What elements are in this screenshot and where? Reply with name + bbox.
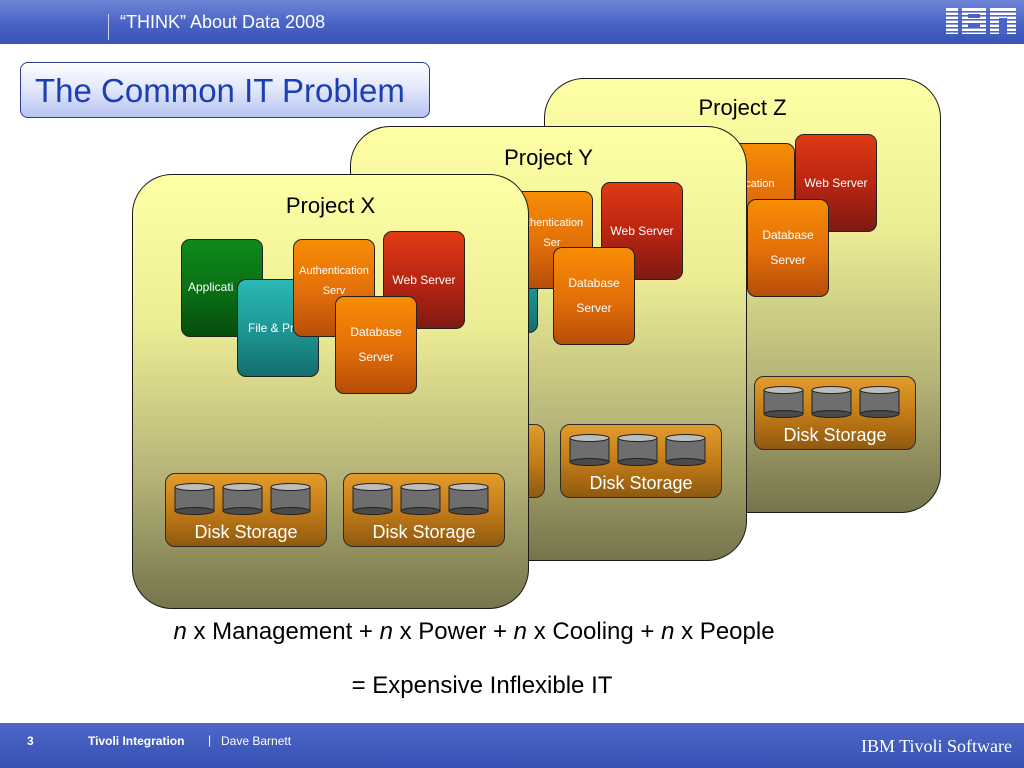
database-server: Database Server bbox=[553, 247, 635, 345]
formula-power: x Power + bbox=[392, 618, 514, 645]
project-y-title: Project Y bbox=[504, 145, 593, 170]
formula-management: x Management + bbox=[186, 618, 380, 645]
variable-n: n bbox=[379, 618, 393, 645]
disk-icon bbox=[270, 483, 311, 515]
database-server: Database Server bbox=[335, 296, 417, 394]
footer-divider: | bbox=[208, 733, 212, 747]
disk-storage-label: Disk Storage bbox=[372, 522, 476, 542]
brand-name: IBM Tivoli Software bbox=[860, 736, 1012, 756]
footer-bar: 3 Tivoli Integration | Dave Barnett IBM … bbox=[0, 723, 1024, 768]
database-label-line2: Server bbox=[358, 350, 394, 364]
disk-storage: Disk Storage bbox=[560, 424, 722, 498]
disk-icon bbox=[352, 483, 393, 515]
auth-label-line1: uthentication bbox=[520, 217, 584, 229]
header-bar: “THINK” About Data 2008 bbox=[0, 0, 1024, 44]
formula-cooling: x Cooling + bbox=[527, 618, 662, 645]
disk-icon bbox=[400, 483, 441, 515]
file-print-label: File & Pr bbox=[248, 321, 295, 335]
database-server: Database Server bbox=[747, 199, 829, 297]
formula-result: = Expensive Inflexible IT bbox=[351, 672, 613, 699]
project-x-panel: Project X Applicati File & Pr Authentica… bbox=[132, 174, 529, 609]
database-label-line1: Database bbox=[350, 325, 402, 339]
variable-n: n bbox=[173, 618, 187, 645]
auth-label-line2: Serv bbox=[322, 285, 346, 297]
database-label-line1: Database bbox=[568, 276, 620, 290]
disk-storage: Disk Storage bbox=[165, 473, 327, 547]
slide-title: The Common IT Problem bbox=[35, 72, 405, 109]
disk-storage: Disk Storage bbox=[754, 376, 916, 450]
disk-icon bbox=[174, 483, 215, 515]
disk-storage-label: Disk Storage bbox=[194, 522, 298, 542]
disk-storage: Disk Storage bbox=[343, 473, 505, 547]
header-divider bbox=[108, 14, 109, 40]
database-label-line2: Server bbox=[770, 253, 806, 267]
disk-icon bbox=[222, 483, 263, 515]
web-server-label: Web Server bbox=[392, 272, 456, 287]
author-name: Dave Barnett bbox=[221, 734, 292, 748]
database-label-line1: Database bbox=[762, 228, 814, 242]
disk-storage-label: Disk Storage bbox=[783, 425, 887, 445]
ibm-logo bbox=[946, 8, 1016, 34]
conference-title: “THINK” About Data 2008 bbox=[120, 12, 326, 32]
disk-icon bbox=[665, 434, 706, 466]
variable-n: n bbox=[513, 618, 528, 645]
cost-formula: n x Management + n x Power + n x Cooling… bbox=[0, 618, 986, 646]
disk-icon bbox=[448, 483, 489, 515]
variable-n: n bbox=[661, 618, 675, 645]
project-x-title: Project X bbox=[285, 193, 376, 218]
disk-icon bbox=[569, 434, 610, 466]
web-server-label: Web Server bbox=[610, 223, 674, 238]
project-z-title: Project Z bbox=[698, 95, 787, 120]
disk-icon bbox=[859, 386, 900, 418]
slide-title-box: The Common IT Problem bbox=[20, 62, 430, 118]
presentation-title: Tivoli Integration bbox=[88, 734, 185, 748]
page-number: 3 bbox=[27, 734, 34, 748]
disk-icon bbox=[617, 434, 658, 466]
auth-label-line2: Ser bbox=[543, 237, 561, 249]
auth-label-line1: Authentication bbox=[299, 265, 369, 277]
formula-people: x People bbox=[674, 618, 775, 645]
disk-storage-label: Disk Storage bbox=[589, 473, 693, 493]
application-label: Applicati bbox=[188, 280, 234, 294]
disk-icon bbox=[811, 386, 852, 418]
web-server-label: Web Server bbox=[804, 175, 868, 190]
database-label-line2: Server bbox=[576, 301, 612, 315]
disk-icon bbox=[763, 386, 804, 418]
